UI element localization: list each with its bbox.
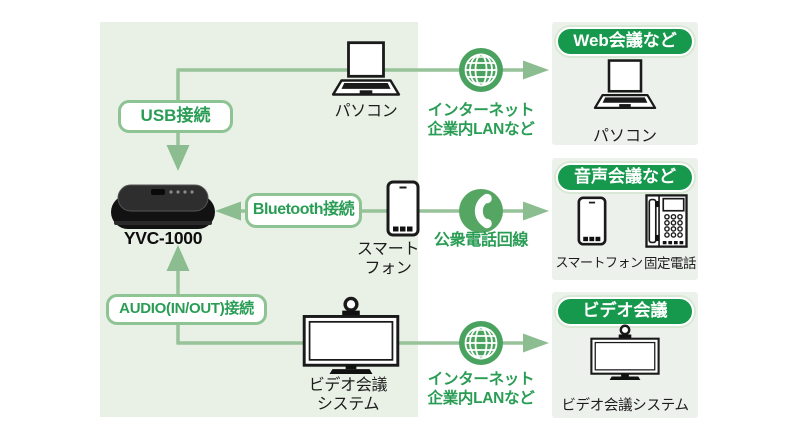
globe-network-icon [459, 321, 503, 370]
video-conference-monitor-icon [302, 296, 400, 374]
globe-network-icon [459, 48, 503, 97]
usage-box-web-conference: Web会議など パソコン [552, 22, 698, 145]
usage-box-item-label: パソコン [592, 128, 657, 145]
smartphone-icon [386, 180, 420, 237]
internet-lan-label-top: インターネット 企業内LANなど [427, 102, 535, 138]
internet-lan-label-bottom: インターネット 企業内LANなど [427, 371, 535, 407]
desk-phone-icon [645, 194, 688, 248]
usage-box-item-label: ビデオ会議システム [561, 398, 689, 414]
usage-box-video-conference: ビデオ会議 ビデオ会議システム [552, 292, 698, 418]
arrow-right-row3 [523, 333, 549, 353]
smartphone-icon [577, 196, 607, 246]
laptop-icon [593, 59, 657, 112]
bluetooth-connection-badge: Bluetooth接続 [245, 193, 362, 228]
smartphone-label: スマート フォン [356, 241, 420, 277]
audio-connection-badge: AUDIO(IN/OUT)接続 [106, 294, 267, 325]
usage-box-title: 音声会議など [556, 163, 694, 192]
video-system-label: ビデオ会議 システム [308, 377, 388, 413]
usage-box-title: Web会議など [556, 27, 694, 56]
pc-label: パソコン [334, 103, 398, 120]
video-conference-monitor-icon [590, 324, 660, 380]
arrow-right-row2 [523, 201, 549, 221]
public-phone-line-label: 公衆電話回線 [433, 232, 529, 249]
usage-box-item-label: スマートフォン [555, 255, 643, 270]
arrow-up-to-device [166, 245, 190, 271]
usage-box-audio-conference: 音声会議など [552, 158, 698, 280]
yvc-1000-speakerphone-image [111, 183, 215, 229]
arrow-left-to-device [215, 201, 241, 221]
laptop-icon [331, 41, 401, 99]
arrow-down-to-device [166, 145, 190, 171]
usage-box-item-label: 固定電話 [644, 256, 697, 271]
arrow-right-row1 [523, 60, 549, 80]
usb-connection-badge: USB接続 [118, 100, 233, 133]
device-name-label: YVC-1000 [123, 228, 203, 248]
telephone-handset-icon [459, 189, 503, 238]
